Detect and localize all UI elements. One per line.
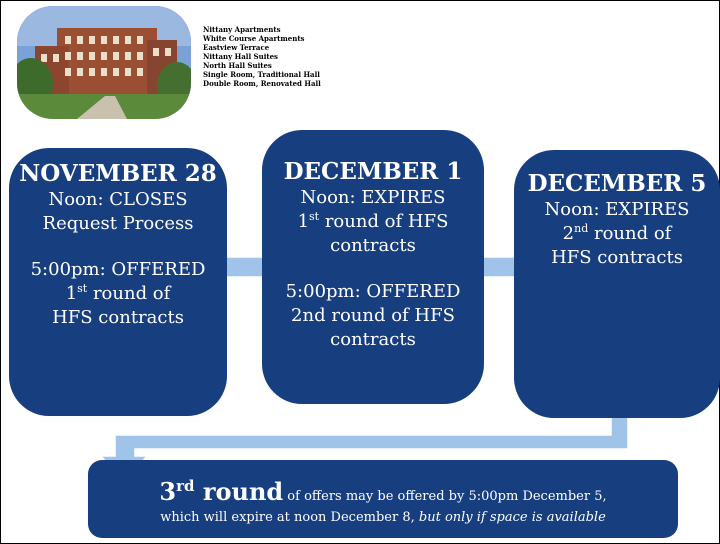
card-text: Request Process	[42, 213, 194, 234]
card-text: Noon: EXPIRES	[300, 187, 446, 208]
third-round-banner: 3rd round of offers may be offered by 5:…	[88, 460, 678, 538]
housing-options-list: Nittany Apartments White Course Apartmen…	[203, 25, 321, 88]
third-round-line-2: which will expire at noon December 8, bu…	[160, 510, 606, 525]
card-text: 2nd round of	[562, 222, 672, 244]
card-december-1: DECEMBER 1 Noon: EXPIRES 1st round of HF…	[262, 130, 484, 404]
card-text: 1st round of HFS	[297, 210, 449, 232]
card-text: 1st round of	[65, 282, 171, 304]
card-december-5: DECEMBER 5 Noon: EXPIRES 2nd round of HF…	[514, 150, 720, 418]
list-item: White Course Apartments	[203, 34, 305, 43]
card-text: Noon: EXPIRES	[544, 199, 690, 220]
list-item: North Hall Suites	[203, 61, 272, 70]
card-text: Noon: CLOSES	[48, 189, 188, 210]
third-round-line-1: 3rd round of offers may be offered by 5:…	[159, 477, 607, 506]
card-date: NOVEMBER 28	[19, 160, 217, 187]
list-item: Nittany Apartments	[203, 25, 281, 34]
card-date: DECEMBER 1	[283, 158, 463, 185]
card-text: 5:00pm: OFFERED	[30, 259, 206, 280]
third-round-heading: 3rd round	[159, 477, 284, 506]
card-text: contracts	[330, 235, 416, 256]
list-item: Single Room, Traditional Hall	[203, 70, 320, 79]
card-text: HFS contracts	[52, 307, 184, 328]
card-text: HFS contracts	[551, 247, 683, 268]
list-item: Double Room, Renovated Hall	[203, 79, 321, 88]
card-text: 5:00pm: OFFERED	[285, 281, 461, 302]
list-item: Nittany Hall Suites	[203, 52, 278, 61]
building-photo	[17, 6, 191, 119]
card-text: 2nd round of HFS	[291, 305, 455, 326]
card-text: contracts	[330, 329, 416, 350]
card-date: DECEMBER 5	[527, 170, 707, 197]
list-item: Eastview Terrace	[203, 43, 270, 52]
card-november-28: NOVEMBER 28 Noon: CLOSES Request Process…	[9, 148, 227, 416]
